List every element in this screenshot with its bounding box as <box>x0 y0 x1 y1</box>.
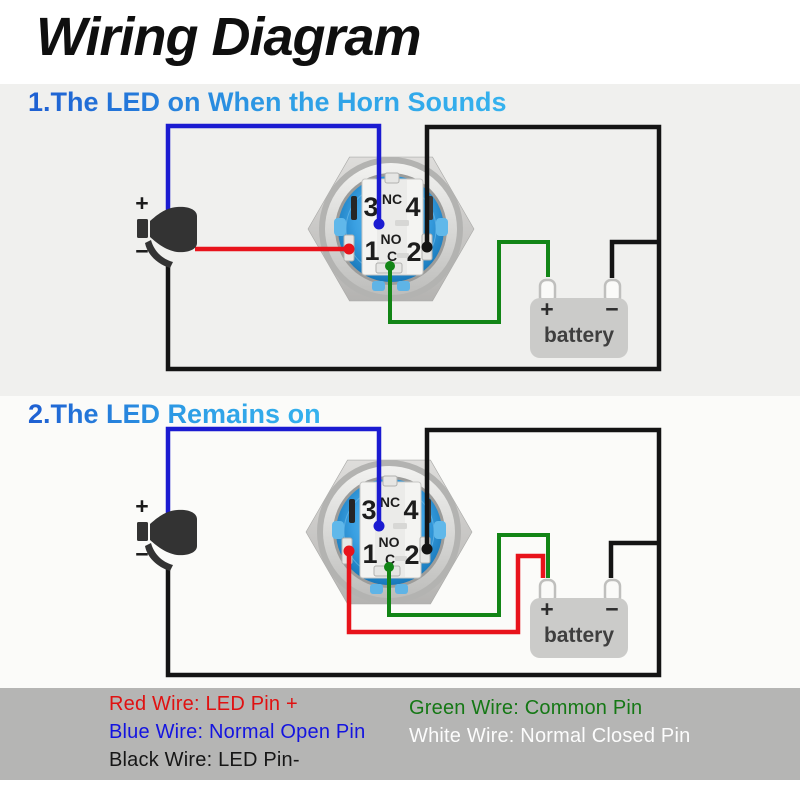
green-terminal-dot-1 <box>385 261 395 271</box>
blue-wire-2 <box>165 426 382 526</box>
green-terminal-dot-2 <box>384 562 394 572</box>
battery-2 <box>528 578 630 660</box>
black-terminal-dot-1 <box>421 241 433 253</box>
section2-heading: 2.The LED Remains on <box>28 399 321 429</box>
red-terminal-dot-1 <box>343 243 355 255</box>
legend-band <box>0 688 800 780</box>
footer-strip <box>0 780 800 800</box>
red-wire-2 <box>346 551 546 635</box>
black-wire-1 <box>165 124 662 372</box>
battery-1 <box>528 278 630 360</box>
black-battery-branch-1 <box>609 239 659 278</box>
legend-black-wire: Black Wire: LED Pin- <box>109 749 300 771</box>
legend-blue-wire: Blue Wire: Normal Open Pin <box>109 721 366 743</box>
legend-red-wire: Red Wire: LED Pin + <box>109 693 298 715</box>
black-battery-branch-2 <box>608 540 659 578</box>
diagram-1 <box>135 123 662 372</box>
black-terminal-dot-2 <box>421 543 433 555</box>
red-terminal-dot-2 <box>343 545 355 557</box>
green-wire-2 <box>387 533 550 617</box>
green-wire-1 <box>388 240 550 324</box>
page-title: Wiring Diagram <box>36 7 422 67</box>
legend-white-wire: White Wire: Normal Closed Pin <box>409 725 691 747</box>
blue-terminal-dot-1 <box>373 218 385 230</box>
section1-heading: 1.The LED on When the Horn Sounds <box>28 87 507 117</box>
blue-terminal-dot-2 <box>373 520 385 532</box>
black-wire-2 <box>165 427 662 678</box>
blue-wire-1 <box>165 123 382 224</box>
legend-green-wire: Green Wire: Common Pin <box>409 697 643 719</box>
diagram-2 <box>135 426 662 678</box>
